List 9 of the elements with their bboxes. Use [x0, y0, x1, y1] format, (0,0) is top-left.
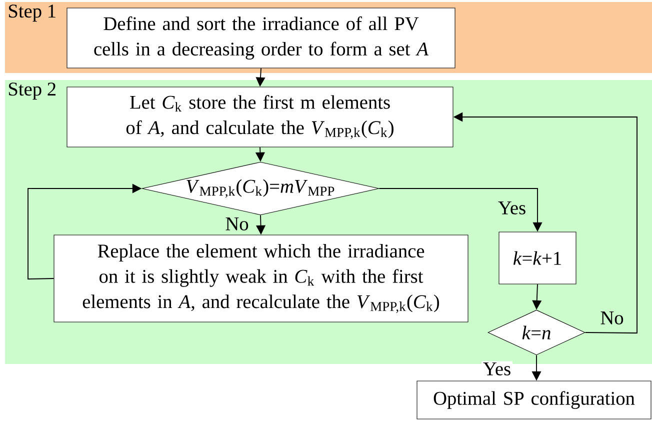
edge-label: Yes	[496, 200, 528, 216]
process-box: Let C$_{k}$ store the first m elements of A, and calculate the V$_{MPP,k}$(C$_{k}$)	[66, 86, 454, 148]
edge-label: Yes	[482, 361, 512, 377]
edge-label: No	[598, 310, 626, 326]
edge-label: No	[224, 216, 250, 232]
process-box: k=k+1	[498, 232, 576, 284]
process-box: Replace the element which the irradiance on it is slightly weak in C$_{k}$ with the first elements in A, and recalculate the V$_{MPP,k}$(C$_{k}$)	[54, 234, 468, 322]
process-box: Optimal SP configuration	[416, 380, 652, 420]
process-box: Define and sort the irradiance of all PV cells in a decreasing order to form a set A	[66, 8, 456, 68]
